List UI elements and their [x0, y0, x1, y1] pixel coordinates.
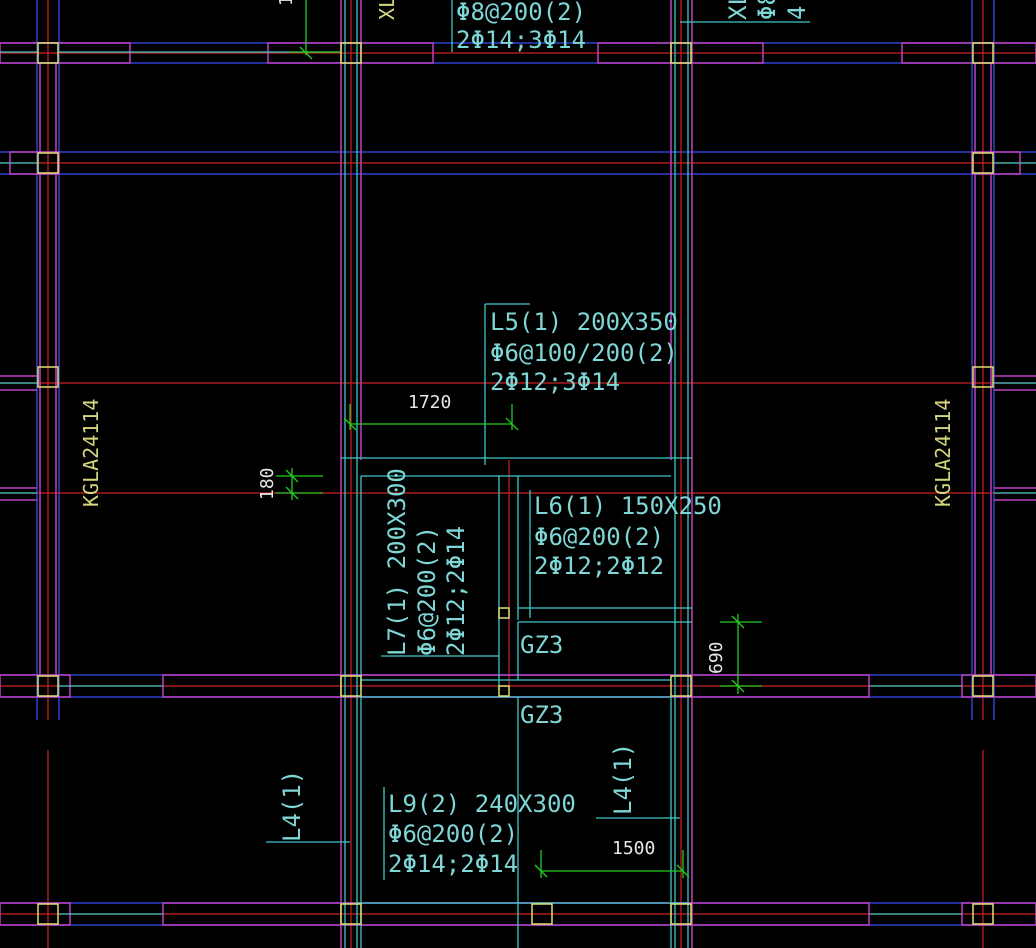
beam-l9-stirrup: Φ6@200(2) — [388, 820, 518, 848]
dim-1720: 1720 — [408, 392, 451, 413]
beam-l5-stirrup: Φ6@100/200(2) — [490, 339, 678, 367]
beam-l4-right: L4(1) — [609, 743, 637, 815]
dimension-lines — [276, 0, 762, 878]
top-beam-bars: 2Φ14;3Φ14 — [456, 26, 586, 54]
dim-180: 180 — [257, 467, 278, 500]
beam-l4-left: L4(1) — [278, 770, 306, 842]
beam-l7-bars: 2Φ12;2Φ14 — [442, 526, 470, 656]
beam-l6-name: L6(1) 150X250 — [534, 492, 722, 520]
dim-top-fragment: 13 — [276, 0, 297, 6]
beam-l9-bars: 2Φ14;2Φ14 — [388, 850, 518, 878]
beam-l9-name: L9(2) 240X300 — [388, 790, 576, 818]
beam-l5-name: L5(1) 200X350 — [490, 308, 678, 336]
label-xl-left: XL — [375, 0, 399, 20]
beam-l6-bars: 2Φ12;2Φ12 — [534, 552, 664, 580]
column-gz3-a: GZ3 — [520, 631, 563, 659]
beam-l5-bars: 2Φ12;3Φ14 — [490, 368, 620, 396]
dim-690: 690 — [706, 641, 727, 674]
label-xl-right: XL — [724, 0, 752, 20]
top-right-bars: 4 — [783, 6, 811, 20]
dim-1500: 1500 — [612, 838, 655, 859]
side-label-right: KGLA24114 — [931, 399, 955, 507]
top-right-stirrup: Φ8 — [753, 0, 781, 20]
top-beam-stirrup: Φ8@200(2) — [456, 0, 586, 26]
beam-l7-stirrup: Φ6@200(2) — [413, 526, 441, 656]
column-gz3-b: GZ3 — [520, 701, 563, 729]
side-label-left: KGLA24114 — [79, 399, 103, 507]
beam-l7-name: L7(1) 200X300 — [383, 468, 411, 656]
column-markers — [37, 42, 994, 925]
beam-l6-stirrup: Φ6@200(2) — [534, 523, 664, 551]
